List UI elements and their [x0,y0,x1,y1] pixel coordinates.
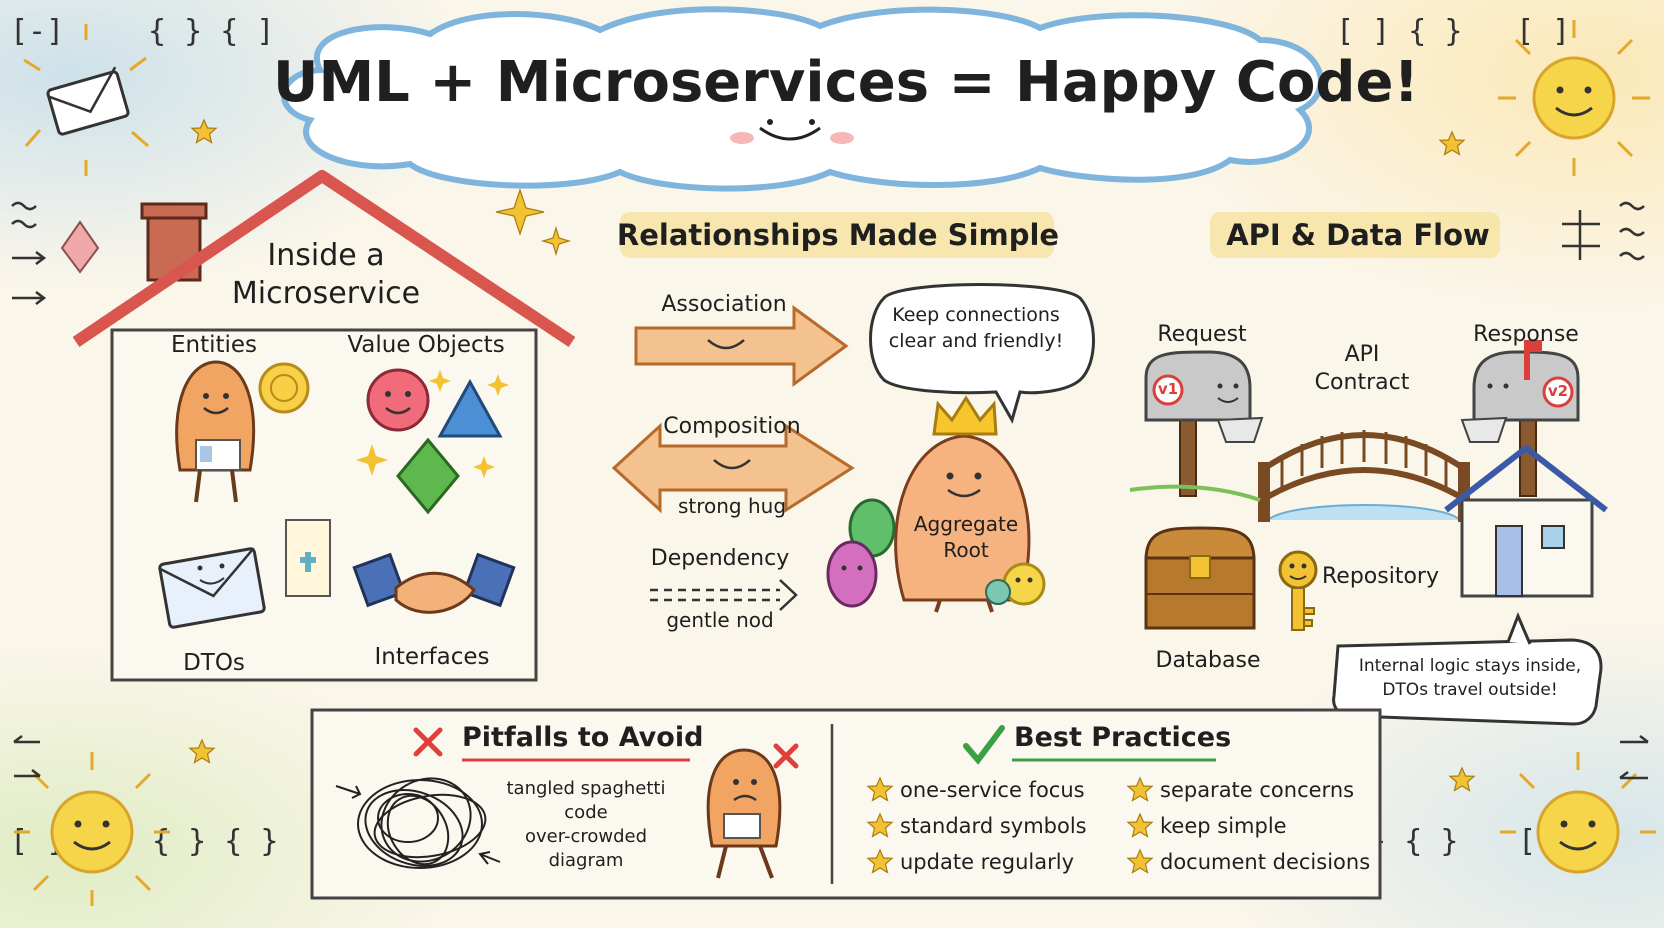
best-practices-heading: Best Practices [1014,722,1232,753]
entities-label: Entities [170,332,258,358]
aggregate-root-line1: Aggregate [913,512,1019,536]
dtos-label: DTOs [183,650,245,676]
composition-label: Composition [663,414,801,439]
sparkle-icon [540,225,572,257]
api-heading: API & Data Flow [1226,218,1490,252]
speech-bubble [869,283,1095,424]
entity-character [175,360,310,503]
star-icon [189,739,215,764]
diamond-icon [60,220,100,274]
value-objects-label: Value Objects [347,332,505,358]
page-title: UML + Microservices = Happy Code! [272,50,1420,115]
envelope-sun-icon [23,24,149,176]
bubble-line2: clear and friendly! [888,330,1064,352]
association-arrow [634,305,849,387]
star-icon [191,119,217,144]
best-practice-item: standard symbols [900,814,1087,838]
database-chest [1144,526,1256,630]
check-icon [963,725,1005,765]
interfaces-label: Interfaces [374,644,490,670]
dependency-note: gentle nod [666,608,774,632]
pitfall-line2: code [564,802,608,823]
best-practice-item: document decisions [1160,850,1371,874]
response-label: Response [1473,322,1579,347]
bottom-panel [310,708,1382,900]
aggregate-root-line2: Root [943,538,989,562]
value-object-shapes [356,368,509,515]
api-contract-bridge [1129,430,1470,522]
sun-icon [14,752,170,906]
api-contract-line2: Contract [1314,370,1410,395]
note-line1: Internal logic stays inside, [1358,656,1582,676]
brace-decoration: [ ] { } [1336,14,1463,49]
house-title-line1: Inside a [267,238,385,273]
sun-icon [1500,752,1656,874]
pitfall-line4: diagram [548,850,624,871]
dto-envelope [158,519,331,629]
repository-key [1278,550,1318,631]
edge-marks [11,201,1649,780]
request-mailbox [1144,350,1264,497]
version-badge-v1: v1 [1157,380,1179,398]
pitfall-line1: tangled spaghetti [506,778,666,799]
aggregate-root-character [826,395,1046,613]
bubble-line1: Keep connections [892,304,1060,326]
api-contract-line1: API [1344,342,1380,367]
bracket-decoration: [-] [10,14,65,49]
sad-entity-character [706,748,782,879]
repository-label: Repository [1322,564,1439,589]
dependency-arrow [650,579,798,611]
request-label: Request [1157,322,1247,347]
best-practice-item: separate concerns [1160,778,1355,802]
note-line2: DTOs travel outside! [1382,680,1558,700]
version-badge-v2: v2 [1547,382,1569,400]
composition-arrow [611,422,855,514]
sun-icon [1498,20,1650,176]
composition-note: strong hug [677,494,787,518]
best-practice-item: keep simple [1160,814,1287,838]
star-icon [1449,767,1475,792]
sparkle-icon [495,188,545,236]
pitfall-line3: over-crowded [524,826,648,847]
cross-icon [773,743,799,769]
client-house [1444,445,1608,598]
best-practice-item: update regularly [900,850,1074,874]
bracket-decoration: [ ] [1516,14,1571,49]
heading-highlight [620,212,1054,258]
tangled-spaghetti-icon [335,777,501,869]
association-label: Association [661,292,787,317]
brace-decoration: { } { } [152,824,279,859]
brace-decoration: { } { ] [148,14,275,49]
best-practice-item: one-service focus [900,778,1085,802]
dependency-label: Dependency [650,546,790,571]
relationships-heading: Relationships Made Simple [616,218,1060,252]
database-label: Database [1155,648,1261,673]
handshake-icon [352,552,516,614]
star-icon [1439,131,1465,156]
house-title-line2: Microservice [231,276,421,311]
pitfalls-heading: Pitfalls to Avoid [462,722,704,753]
heading-highlight [1210,212,1500,258]
title-cloud [280,6,1324,192]
cross-icon [413,727,443,757]
